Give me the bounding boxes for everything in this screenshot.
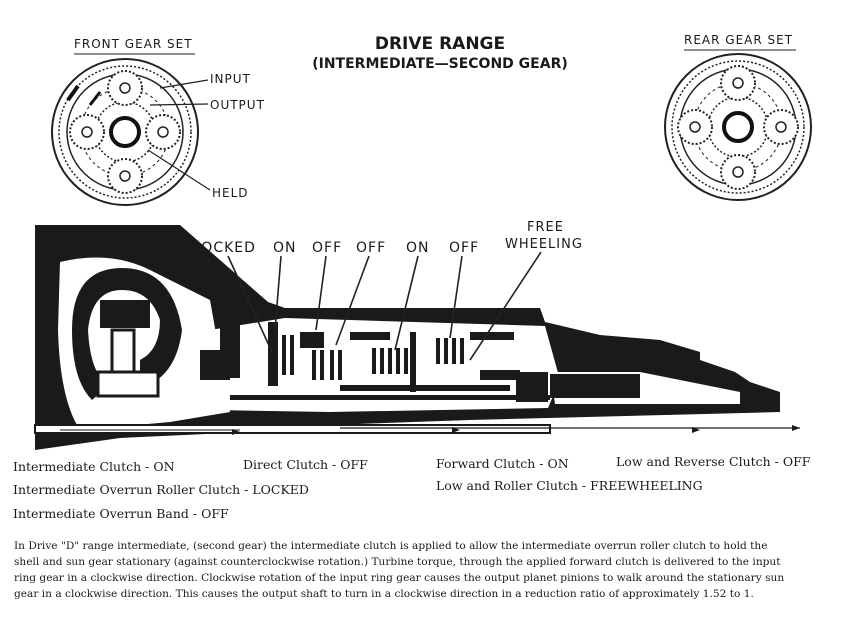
status-forward-clutch: Forward Clutch - ON	[436, 456, 569, 471]
status-low-roller-clutch: Low and Roller Clutch - FREEWHEELING	[436, 478, 703, 493]
locked-callout: LOCKED	[193, 240, 256, 256]
description-line-1: In Drive "D" range intermediate, (second…	[14, 540, 768, 552]
status-overrun-band: Intermediate Overrun Band - OFF	[13, 506, 229, 521]
rear-gear-set-label: REAR GEAR SET	[684, 33, 794, 47]
status-low-reverse-clutch: Low and Reverse Clutch - OFF	[616, 454, 811, 469]
wheeling-callout: WHEELING	[505, 237, 583, 252]
status-direct-clutch: Direct Clutch - OFF	[243, 457, 368, 472]
status-intermediate-clutch: Intermediate Clutch - ON	[13, 459, 175, 474]
transmission-cross-section	[34, 225, 800, 450]
description-line-2: shell and sun gear stationary (against c…	[14, 556, 781, 568]
front-gear-set-label: FRONT GEAR SET	[74, 37, 193, 51]
page-title: DRIVE RANGE	[374, 34, 506, 54]
on-callout-1: ON	[273, 240, 297, 256]
status-overrun-roller-clutch: Intermediate Overrun Roller Clutch - LOC…	[13, 482, 309, 497]
description-line-4: gear in a clockwise direction. This caus…	[14, 588, 754, 600]
rear-gear-set-drawing	[664, 53, 812, 201]
off-callout-2: OFF	[356, 240, 387, 256]
off-callout-1: OFF	[312, 240, 343, 256]
clutch-leader-lines	[227, 251, 542, 361]
output-callout: OUTPUT	[210, 98, 265, 112]
on-callout-2: ON	[406, 240, 430, 256]
held-callout: HELD	[212, 186, 249, 200]
description-line-3: ring gear in a clockwise direction. Cloc…	[14, 572, 785, 584]
front-gear-set-drawing	[51, 58, 211, 206]
page-subtitle: (INTERMEDIATE—SECOND GEAR)	[312, 56, 568, 72]
input-callout: INPUT	[210, 72, 251, 86]
free-callout: FREE	[527, 220, 564, 235]
off-callout-3: OFF	[449, 240, 480, 256]
